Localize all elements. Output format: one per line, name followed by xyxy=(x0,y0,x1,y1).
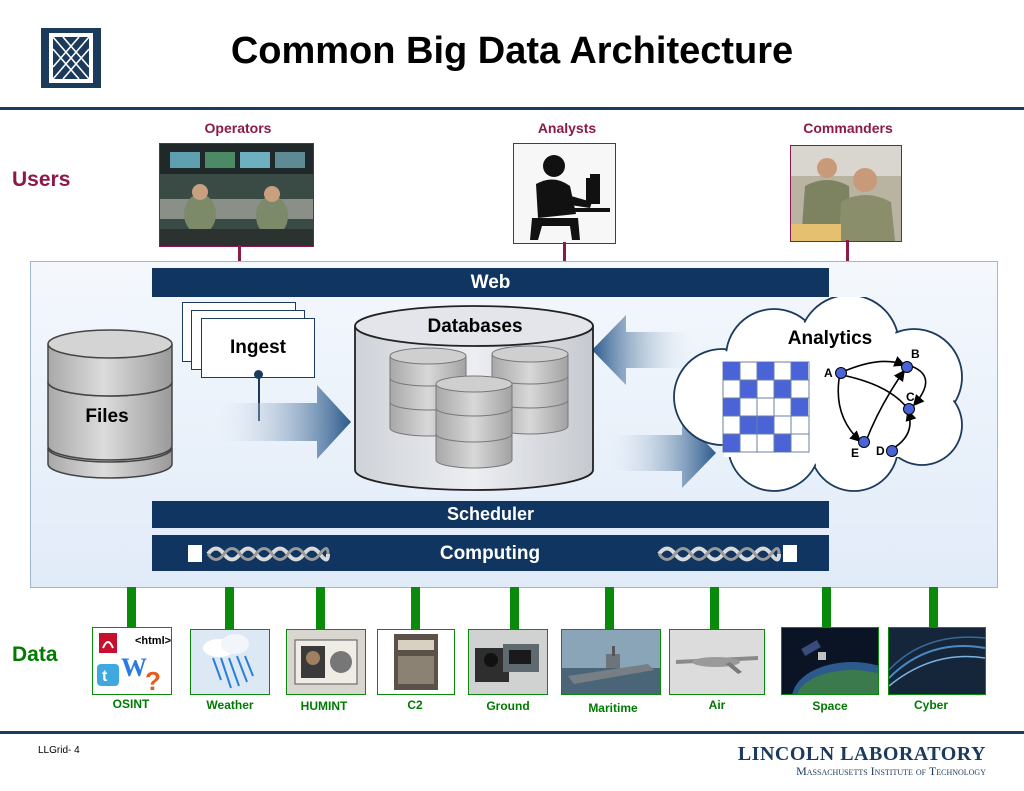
compute-node-right xyxy=(783,545,797,562)
commanders-connector xyxy=(846,240,849,262)
ground-connector xyxy=(510,587,519,629)
slide-id: LLGrid- 4 xyxy=(38,745,80,756)
analytics-label: Analytics xyxy=(787,328,873,349)
analysts-label: Analysts xyxy=(537,120,597,136)
graph-node-c xyxy=(903,403,915,415)
graph-node-a xyxy=(835,367,847,379)
space-connector xyxy=(822,587,831,627)
analysts-connector xyxy=(563,242,566,262)
databases-icon xyxy=(352,302,597,497)
weather-label: Weather xyxy=(206,698,254,712)
commanders-label: Commanders xyxy=(803,120,893,136)
ground-tile xyxy=(468,629,548,695)
operators-photo xyxy=(159,143,314,247)
maritime-label: Maritime xyxy=(588,701,638,715)
air-label: Air xyxy=(708,698,726,712)
graph-node-d xyxy=(886,445,898,457)
database-to-analytics-arrow xyxy=(598,418,716,488)
ingest-dot xyxy=(254,370,263,379)
osint-connector xyxy=(127,587,136,627)
ingest-to-database-arrow xyxy=(205,385,351,459)
web-bar: Web xyxy=(152,268,829,297)
files-storage-icon xyxy=(46,326,176,486)
scheduler-bar: Scheduler xyxy=(152,501,829,528)
analysts-photo xyxy=(513,143,616,244)
space-label: Space xyxy=(812,699,848,713)
weather-tile xyxy=(190,629,270,695)
svg-text:W: W xyxy=(121,653,147,682)
humint-label: HUMINT xyxy=(300,699,348,713)
compute-chain-left xyxy=(206,546,330,562)
header-divider xyxy=(0,107,1024,110)
data-label: Data xyxy=(12,643,58,666)
databases-label: Databases xyxy=(427,316,523,337)
graph-label-c: C xyxy=(906,390,915,404)
humint-connector xyxy=(316,587,325,629)
operators-connector xyxy=(238,245,241,262)
weather-connector xyxy=(225,587,234,629)
footer-divider xyxy=(0,731,1024,734)
graph-node-e xyxy=(858,436,870,448)
graph-node-b xyxy=(901,361,913,373)
osint-label: OSINT xyxy=(112,697,150,711)
c2-label: C2 xyxy=(407,698,423,712)
compute-node-left xyxy=(188,545,202,562)
computing-label: Computing xyxy=(439,543,541,564)
analytics-to-database-arrow xyxy=(592,315,702,385)
files-label: Files xyxy=(85,406,129,427)
ingest-line xyxy=(258,375,260,421)
graph-label-d: D xyxy=(876,444,885,458)
air-connector xyxy=(710,587,719,629)
cyber-connector xyxy=(929,587,938,627)
operators-label: Operators xyxy=(204,120,272,136)
compute-chain-right xyxy=(657,546,781,562)
lincoln-logo-icon xyxy=(40,27,102,94)
html-tag-text: <html> xyxy=(135,635,172,647)
cyber-label: Cyber xyxy=(913,698,948,712)
c2-tile xyxy=(377,629,455,695)
ingest-card: Ingest xyxy=(201,318,315,378)
svg-text:?: ? xyxy=(145,666,161,694)
ground-label: Ground xyxy=(486,699,530,713)
space-tile xyxy=(781,627,879,695)
org-name: LINCOLN LABORATORY xyxy=(737,743,986,765)
maritime-connector xyxy=(605,587,614,629)
sparse-matrix-icon xyxy=(722,361,810,453)
graph-label-e: E xyxy=(851,446,860,460)
graph-label-b: B xyxy=(911,347,920,361)
users-label: Users xyxy=(12,168,71,191)
commanders-photo xyxy=(790,145,902,242)
page-title: Common Big Data Architecture xyxy=(230,30,794,72)
maritime-tile xyxy=(561,629,661,695)
air-tile xyxy=(669,629,765,695)
computing-bar xyxy=(152,535,829,571)
cyber-tile xyxy=(888,627,986,695)
graph-label-a: A xyxy=(824,366,833,380)
humint-tile xyxy=(286,629,366,695)
osint-tile: t W ? <html> xyxy=(92,627,172,695)
svg-text:t: t xyxy=(102,668,108,685)
org-subtitle: Massachusetts Institute of Technology xyxy=(796,764,986,778)
c2-connector xyxy=(411,587,420,629)
